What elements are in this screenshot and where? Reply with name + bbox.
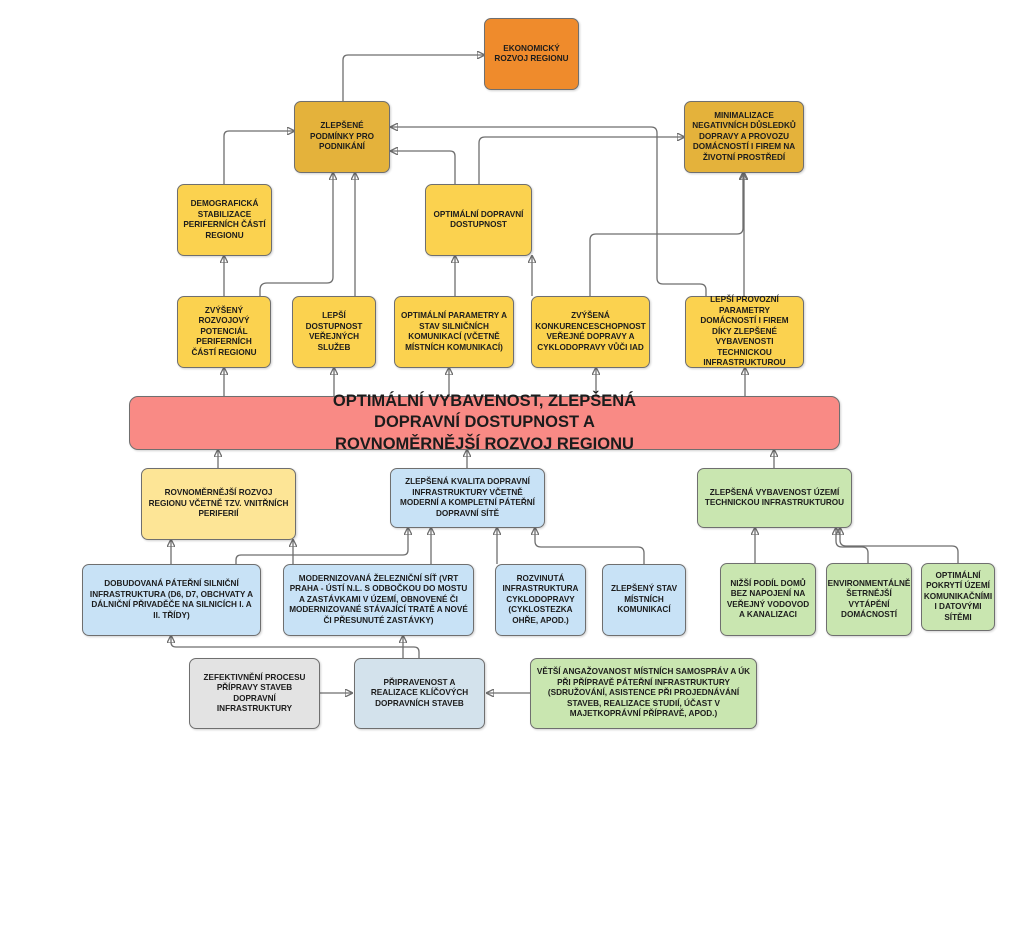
arrow-dostupnost-to-minimalizace	[478, 137, 684, 184]
arrow-podminky-to-ekonomicky	[342, 55, 484, 101]
node-vybavenost-infrastrukturou: ZLEPŠENÁ VYBAVENOST ÚZEMÍ TECHNICKOU INF…	[697, 468, 852, 528]
arrow-demograficka-to-podminky	[223, 131, 294, 184]
node-parametry-komunikaci: OPTIMÁLNÍ PARAMETRY A STAV SILNIČNÍCH KO…	[394, 296, 514, 368]
node-angazovanost-samosprav: VĚTŠÍ ANGAŽOVANOST MÍSTNÍCH SAMOSPRÁV A …	[530, 658, 757, 729]
node-modernizovana-zeleznice: MODERNIZOVANÁ ŽELEZNIČNÍ SÍŤ (VRT PRAHA …	[283, 564, 474, 636]
node-kvalita-infrastruktury: ZLEPŠENÁ KVALITA DOPRAVNÍ INFRASTRUKTURY…	[390, 468, 545, 528]
arrow-provozni-to-podminky	[391, 127, 707, 296]
node-optimalni-dostupnost: OPTIMÁLNÍ DOPRAVNÍ DOSTUPNOST	[425, 184, 532, 256]
node-demograficka-stabilizace: DEMOGRAFICKÁ STABILIZACE PERIFERNÍCH ČÁS…	[177, 184, 272, 256]
node-dobudovana-silnicni: DOBUDOVANÁ PÁTEŘNÍ SILNIČNÍ INFRASTRUKTU…	[82, 564, 261, 636]
node-setrnejsi-vytapeni: ENVIRONMENTÁLNĚ ŠETRNĚJŠÍ VYTÁPĚNÍ DOMÁC…	[826, 563, 912, 636]
node-minimalizace: MINIMALIZACE NEGATIVNÍCH DŮSLEDKŮ DOPRAV…	[684, 101, 804, 173]
arrow-dostupnost-to-podminky	[391, 151, 456, 184]
node-rozvojovy-potencial: ZVÝŠENÝ ROZVOJOVÝ POTENCIÁL PERIFERNÍCH …	[177, 296, 271, 368]
arrow-pripravenost-to-dobudovana	[171, 636, 420, 658]
node-pokryti-sitemi: OPTIMÁLNÍ POKRYTÍ ÚZEMÍ KOMUNIKAČNÍMI I …	[921, 563, 995, 631]
node-pripravenost-staveb: PŘIPRAVENOST A REALIZACE KLÍČOVÝCH DOPRA…	[354, 658, 485, 729]
arrow-mistni-to-kvalita	[535, 528, 645, 564]
arrow-konkurenceschopnost-to-minimalizace	[589, 173, 743, 296]
arrow-vytapeni-to-vybavenost	[836, 528, 869, 563]
node-zlepsene-podminky: ZLEPŠENÉ PODMÍNKY PRO PODNIKÁNÍ	[294, 101, 390, 173]
arrow-dobudovana-to-kvalita	[235, 528, 408, 564]
node-mistni-komunikace: ZLEPŠENÝ STAV MÍSTNÍCH KOMUNIKACÍ	[602, 564, 686, 636]
arrow-pokryti-to-vybavenost	[840, 528, 959, 563]
node-rovnomernejsi-rozvoj: ROVNOMĚRNĚJŠÍ ROZVOJ REGIONU VČETNĚ TZV.…	[141, 468, 296, 540]
node-konkurenceschopnost: ZVÝŠENÁ KONKURENCESCHOPNOST VEŘEJNÉ DOPR…	[531, 296, 650, 368]
arrow-rozvojovy-to-podminky	[259, 173, 333, 296]
node-ekonomicky-rozvoj: EKONOMICKÝ ROZVOJ REGIONU	[484, 18, 579, 90]
node-cyklodoprava: ROZVINUTÁ INFRASTRUKTURA CYKLODOPRAVY (C…	[495, 564, 586, 636]
node-zefektivneni-procesu: ZEFEKTIVNĚNÍ PROCESU PŘÍPRAVY STAVEB DOP…	[189, 658, 320, 729]
node-main-goal: OPTIMÁLNÍ VYBAVENOST, ZLEPŠENÁ DOPRAVNÍ …	[129, 392, 840, 453]
node-napojeni-domu: NIŽŠÍ PODÍL DOMŮ BEZ NAPOJENÍ NA VEŘEJNÝ…	[720, 563, 816, 636]
node-dostupnost-sluzeb: LEPŠÍ DOSTUPNOST VEŘEJNÝCH SLUŽEB	[292, 296, 376, 368]
node-provozni-parametry: LEPŠÍ PROVOZNÍ PARAMETRY DOMÁCNOSTÍ I FI…	[685, 295, 804, 368]
